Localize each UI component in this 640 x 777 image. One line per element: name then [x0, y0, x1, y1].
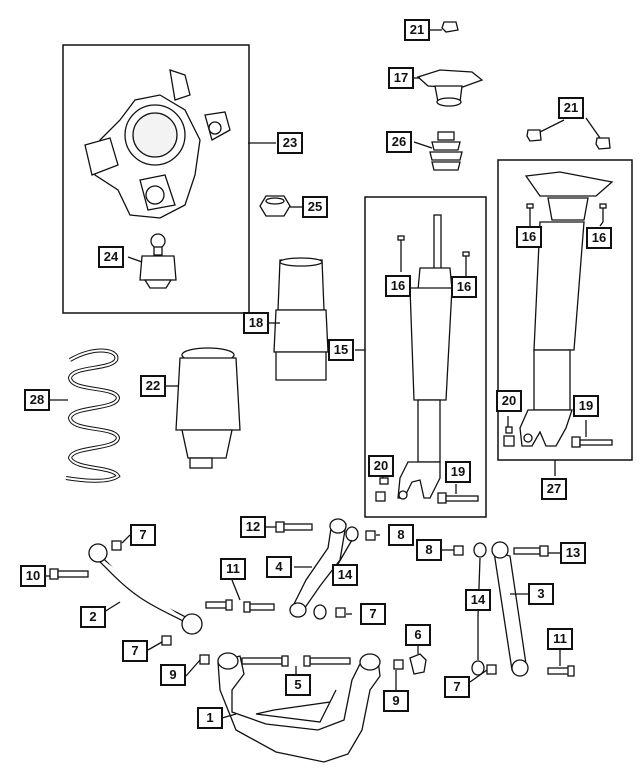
leader-1	[221, 713, 237, 719]
callout-2: 2	[80, 606, 106, 628]
callout-7c: 7	[360, 603, 386, 625]
callout-12: 12	[240, 516, 266, 538]
callout-17: 17	[388, 67, 414, 89]
callout-18: 18	[243, 312, 269, 334]
callout-20a: 20	[368, 455, 394, 477]
bolts	[49, 521, 575, 677]
air-spring	[175, 347, 241, 469]
callout-27: 27	[541, 478, 567, 500]
callout-4: 4	[266, 556, 292, 578]
front-shock	[397, 214, 453, 500]
nut-right-a	[526, 129, 542, 142]
callout-16d: 16	[586, 227, 612, 249]
leader-11-mid	[231, 579, 241, 601]
upright-link	[289, 518, 347, 618]
callout-14b: 14	[465, 589, 491, 611]
leader-21-right-a	[539, 119, 565, 133]
callout-24: 24	[98, 246, 124, 268]
rear-strut-group-box	[497, 159, 633, 461]
nut-top	[441, 21, 459, 33]
callout-7b: 7	[122, 640, 148, 662]
leader-2	[103, 601, 121, 613]
callout-22: 22	[140, 375, 166, 397]
leader-21-right-b	[585, 117, 601, 139]
callout-28: 28	[24, 389, 50, 411]
callout-7d: 7	[444, 676, 470, 698]
nut-right-b	[595, 137, 611, 150]
callout-13: 13	[560, 542, 586, 564]
callout-25: 25	[302, 196, 328, 218]
callout-8a: 8	[388, 524, 414, 546]
callout-19a: 19	[445, 461, 471, 483]
callout-8b: 8	[416, 539, 442, 561]
callout-1: 1	[197, 707, 223, 729]
callout-16b: 16	[451, 276, 477, 298]
callout-16c: 16	[516, 226, 542, 248]
jounce-bumper	[429, 131, 463, 171]
steering-knuckle	[84, 69, 231, 219]
callout-23: 23	[277, 132, 303, 154]
front-shock-group-box	[364, 196, 487, 518]
callout-7a: 7	[130, 524, 156, 546]
callout-21a: 21	[404, 19, 430, 41]
leader-24	[127, 256, 143, 263]
front-shock-bolts	[375, 235, 479, 504]
rear-strut-bolts	[503, 203, 613, 448]
callout-9b: 9	[383, 690, 409, 712]
ball-joint	[139, 233, 177, 289]
lower-control-arm	[217, 652, 381, 763]
rear-strut	[519, 171, 614, 447]
callout-20b: 20	[496, 390, 522, 412]
callout-9a: 9	[160, 664, 186, 686]
callout-16a: 16	[385, 275, 411, 297]
upper-control-arm	[88, 543, 203, 635]
callout-14a: 14	[332, 564, 358, 586]
callout-6: 6	[405, 624, 431, 646]
small-nuts	[111, 526, 497, 676]
callout-3: 3	[528, 583, 554, 605]
callout-26: 26	[386, 131, 412, 153]
callout-5: 5	[285, 674, 311, 696]
callout-21b: 21	[558, 97, 584, 119]
callout-19b: 19	[573, 395, 599, 417]
trailing-link	[491, 541, 529, 677]
callout-11a: 11	[220, 558, 246, 580]
callout-15: 15	[328, 339, 354, 361]
callout-10: 10	[20, 565, 46, 587]
small-leaders	[121, 534, 488, 690]
hex-nut	[259, 195, 291, 217]
dust-boot	[273, 257, 329, 381]
coil-spring	[65, 348, 121, 483]
upper-mount	[416, 69, 484, 107]
callout-11b: 11	[547, 628, 573, 650]
leader-26	[413, 141, 433, 149]
knuckle-group-box	[62, 44, 250, 314]
